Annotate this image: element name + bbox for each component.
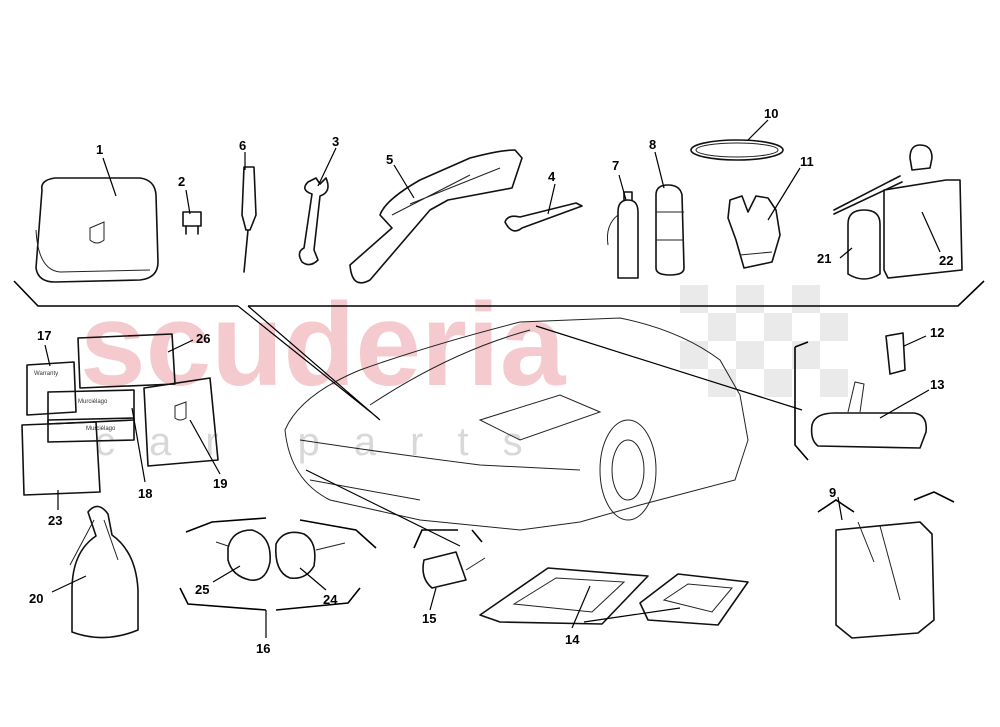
callout-2: 2	[178, 174, 185, 189]
rubber-band	[690, 139, 784, 161]
siren-unit	[422, 551, 486, 589]
doc-model-1: Murciélago	[78, 399, 108, 405]
cleaning-kit	[833, 144, 963, 280]
car-cover-bag	[835, 521, 935, 639]
callout-25: 25	[195, 582, 209, 597]
callout-21: 21	[817, 251, 831, 266]
callout-10: 10	[764, 106, 778, 121]
callout-20: 20	[29, 591, 43, 606]
callout-18: 18	[138, 486, 152, 501]
tool-roll	[349, 149, 523, 284]
doc-warranty: Warranty	[34, 371, 58, 377]
callout-7: 7	[612, 158, 619, 173]
callout-16: 16	[256, 641, 270, 656]
duffel-bag	[69, 505, 139, 639]
callout-22: 22	[939, 253, 953, 268]
horns	[215, 529, 346, 581]
top-bracket	[13, 280, 985, 307]
callout-24: 24	[323, 592, 338, 607]
toolkit-bag	[35, 177, 159, 283]
callout-19: 19	[213, 476, 227, 491]
bag-bracket	[817, 491, 955, 513]
callout-15: 15	[422, 611, 436, 626]
gloves	[727, 195, 781, 269]
siren-bracket	[413, 529, 483, 549]
callout-26: 26	[196, 331, 210, 346]
callout-17: 17	[37, 328, 51, 343]
callout-5: 5	[386, 152, 393, 167]
doc-model-2: Murciélago	[86, 426, 116, 432]
callout-14: 14	[565, 632, 580, 647]
tow-hook	[504, 202, 583, 232]
mirror-bracket	[794, 341, 809, 461]
callout-11: 11	[800, 154, 814, 169]
wrench	[298, 177, 329, 266]
leader-lines	[44, 119, 941, 629]
mirror	[810, 332, 928, 449]
callout-6: 6	[239, 138, 246, 153]
callout-1: 1	[96, 142, 103, 157]
callout-23: 23	[48, 513, 62, 528]
watermark-flag	[680, 285, 848, 397]
callout-13: 13	[930, 377, 944, 392]
horn-bracket	[179, 517, 377, 611]
callout-3: 3	[332, 134, 339, 149]
callout-4: 4	[548, 169, 556, 184]
callout-numbers: 1 2 3 4 5 6 7 8 9 10 11 12 13 14 15 16 1…	[29, 106, 953, 656]
watermark-text: scuderia	[80, 279, 567, 411]
callout-12: 12	[930, 325, 944, 340]
callout-9: 9	[829, 485, 836, 500]
floor-mats	[479, 567, 749, 626]
rolled-cover	[655, 184, 685, 276]
car-outline	[284, 317, 749, 531]
callout-8: 8	[649, 137, 656, 152]
spray-can	[607, 191, 639, 279]
watermark-subtext: car parts	[95, 420, 557, 464]
fuse	[182, 211, 202, 235]
screwdriver	[241, 166, 257, 273]
